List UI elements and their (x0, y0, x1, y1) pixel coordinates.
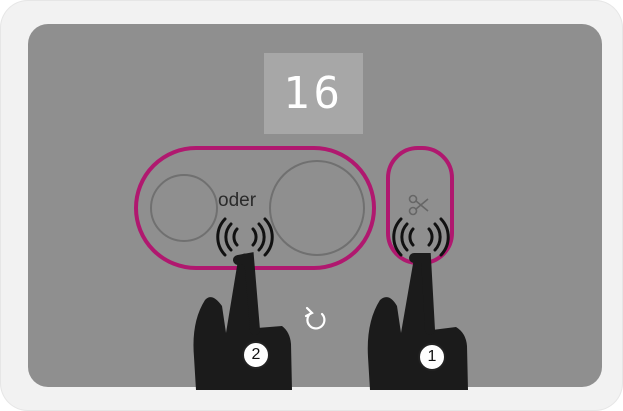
or-label: oder (218, 190, 256, 212)
left-round-button[interactable] (151, 175, 217, 241)
pointing-hand-icon (368, 253, 468, 390)
scissors-icon (410, 196, 429, 215)
touch-waves-icon (394, 219, 448, 255)
touch-waves-icon (218, 219, 272, 255)
pointing-hand-icon (193, 253, 292, 390)
right-round-button[interactable] (270, 161, 364, 255)
step-2-badge: 2 (242, 341, 270, 369)
step-1-badge: 1 (418, 343, 446, 371)
reset-icon[interactable] (306, 308, 324, 328)
